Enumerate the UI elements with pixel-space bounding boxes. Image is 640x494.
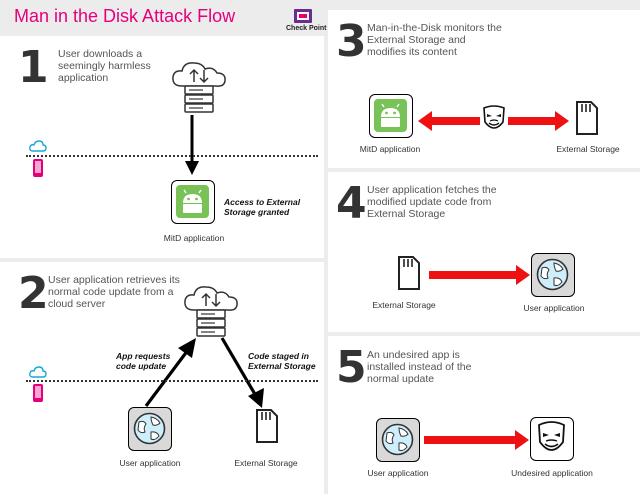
external-storage-label: External Storage (234, 458, 298, 468)
external-storage-label-2: External Storage (556, 144, 620, 154)
undesired-app-icon (530, 417, 574, 461)
cloud-small-icon (29, 140, 47, 152)
sd-card-icon-3 (398, 256, 420, 290)
check-point-logo: Check Point (286, 8, 327, 32)
check-point-logo-icon (294, 9, 312, 23)
fetch-arrow-head (516, 265, 530, 285)
page-title: Man in the Disk Attack Flow (14, 6, 236, 26)
sd-card-icon-2 (576, 101, 598, 135)
fetch-arrow-bar (429, 271, 517, 279)
attacker-mask-icon (483, 105, 505, 129)
cloud-small-icon-2 (29, 366, 47, 378)
mitd-app-icon-2 (369, 94, 413, 138)
right-panel-4 (328, 172, 640, 332)
user-app-label-2: User application (523, 303, 585, 313)
user-app-label: User application (119, 458, 181, 468)
request-arrow (144, 338, 196, 407)
left-panel-top (0, 36, 324, 258)
right-panel-5 (328, 336, 640, 494)
user-app-label-3: User application (367, 468, 429, 478)
cloud-server-icon-2 (184, 286, 238, 337)
left-panel-bottom (0, 262, 324, 494)
phone-icon (33, 159, 43, 177)
user-app-icon (128, 407, 172, 451)
external-storage-label-3: External Storage (372, 300, 436, 310)
logo-text: Check Point (286, 25, 327, 32)
staged-arrow (220, 337, 264, 408)
undesired-app-label: Undesired application (511, 468, 593, 478)
step-1-text: User downloads a seemingly harmless appl… (58, 48, 151, 84)
step-4-text: User application fetches the modified up… (367, 184, 497, 220)
step-5-text: An undesired app is installed instead of… (367, 349, 472, 385)
user-app-icon-3 (376, 418, 420, 462)
app-requests-note: App requests code update (116, 351, 171, 371)
monitor-arrow-right (508, 117, 556, 125)
code-staged-note: Code staged in External Storage (248, 351, 316, 371)
device-boundary-line-2 (26, 380, 318, 382)
step-2-number: 2 (18, 268, 49, 319)
mitd-app-label: MitD application (163, 233, 225, 243)
step-4-number: 4 (336, 178, 367, 229)
step-2-text: User application retrieves its normal co… (48, 274, 180, 310)
arrow-head-left (418, 111, 432, 131)
step-1-number: 1 (18, 42, 49, 93)
right-panel-3 (328, 10, 640, 168)
arrow-head-right (555, 111, 569, 131)
access-granted-note: Access to External Storage granted (224, 197, 301, 217)
sd-card-icon (256, 409, 278, 443)
download-arrow (185, 115, 199, 175)
step-5-number: 5 (336, 342, 367, 393)
cloud-server-icon (172, 62, 226, 113)
install-arrow-bar (424, 436, 516, 444)
step-3-number: 3 (336, 16, 367, 67)
device-boundary-line-1 (26, 155, 318, 157)
mitd-app-icon (171, 180, 215, 224)
user-app-icon-2 (531, 253, 575, 297)
mitd-app-label-2: MitD application (359, 144, 421, 154)
monitor-arrow-left (430, 117, 480, 125)
install-arrow-head (515, 430, 529, 450)
step-3-text: Man-in-the-Disk monitors the External St… (367, 22, 502, 58)
phone-icon-2 (33, 384, 43, 402)
